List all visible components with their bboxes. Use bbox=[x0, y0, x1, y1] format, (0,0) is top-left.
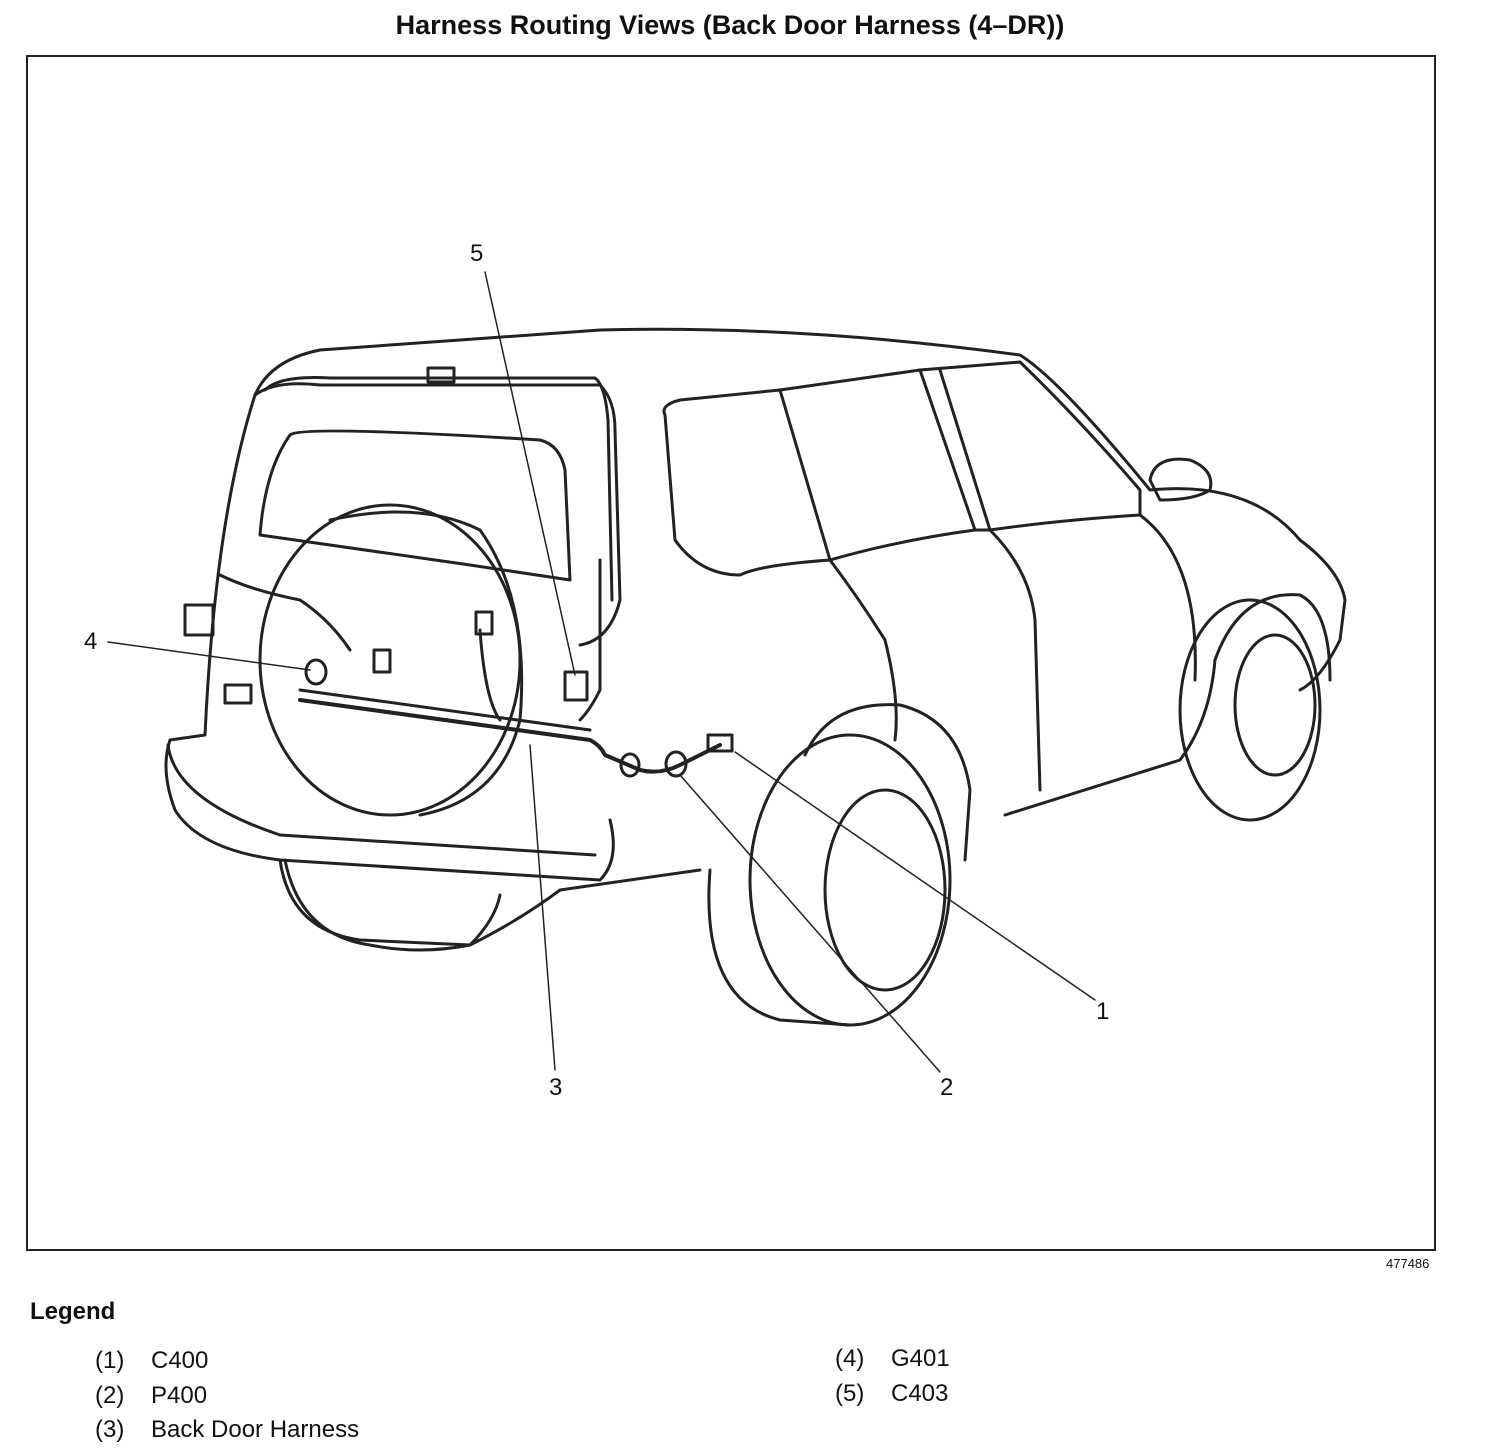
door-line-rear bbox=[828, 558, 898, 742]
harness-upper-right bbox=[578, 558, 602, 722]
legend-label: Back Door Harness bbox=[151, 1416, 360, 1443]
legend-num: (3) bbox=[95, 1416, 125, 1443]
leader-3 bbox=[529, 744, 556, 1071]
grommet-rear bbox=[619, 752, 641, 778]
front-wheel bbox=[1178, 598, 1322, 822]
hood bbox=[1138, 513, 1197, 682]
legend-item-4: (4) G401 bbox=[835, 1345, 950, 1373]
side-mirror bbox=[1148, 457, 1213, 502]
leader-5 bbox=[484, 271, 576, 676]
rear-wheel-arch bbox=[803, 703, 972, 862]
leader-2 bbox=[679, 774, 941, 1073]
legend-title: Legend bbox=[30, 1298, 116, 1325]
connector-c403 bbox=[563, 670, 589, 702]
bumper-lower bbox=[278, 858, 702, 947]
harness-vertical bbox=[478, 628, 502, 722]
connector-left2 bbox=[223, 683, 253, 705]
side-window-front2 bbox=[918, 360, 1142, 532]
connector-mid2 bbox=[372, 648, 392, 674]
connector-left bbox=[183, 603, 215, 637]
callout-1: 1 bbox=[1096, 998, 1110, 1025]
rear-wheel-hub bbox=[823, 788, 947, 992]
legend-num: (1) bbox=[95, 1347, 125, 1374]
legend-label: G401 bbox=[891, 1345, 950, 1372]
harness-main bbox=[298, 698, 722, 774]
rear-left-tire bbox=[283, 858, 502, 952]
callout-3: 3 bbox=[549, 1074, 563, 1101]
rear-bumper bbox=[166, 743, 597, 857]
legend-item-3: (3) Back Door Harness bbox=[95, 1416, 359, 1444]
back-door-inner bbox=[263, 376, 614, 602]
spare-tire-tread bbox=[328, 510, 524, 817]
legend-num: (2) bbox=[95, 1382, 125, 1409]
legend-item-2: (2) P400 bbox=[95, 1382, 207, 1410]
connector-top bbox=[426, 366, 456, 384]
harness-lower bbox=[298, 688, 592, 732]
connector-c400 bbox=[706, 733, 734, 753]
leader-1 bbox=[734, 751, 1096, 1001]
front-wheel-arch bbox=[1213, 593, 1332, 682]
legend-num: (4) bbox=[835, 1345, 865, 1372]
legend-label: C403 bbox=[891, 1380, 949, 1407]
rear-body-side bbox=[164, 393, 615, 882]
legend-num: (5) bbox=[835, 1380, 865, 1407]
grommet-g401 bbox=[304, 658, 328, 686]
side-window-rear bbox=[662, 388, 832, 577]
diagram-title: Harness Routing Views (Back Door Harness… bbox=[395, 10, 1065, 40]
figure-id: 477486 bbox=[1386, 1256, 1430, 1271]
legend-item-1: (1) C400 bbox=[95, 1347, 208, 1375]
rocker bbox=[1003, 658, 1217, 817]
callout-5: 5 bbox=[470, 240, 484, 267]
back-door-outline bbox=[253, 382, 622, 647]
connector-mid bbox=[474, 610, 494, 636]
callout-2: 2 bbox=[940, 1074, 954, 1101]
body-outline bbox=[253, 327, 1347, 692]
legend-label: C400 bbox=[151, 1347, 209, 1374]
harness-left bbox=[218, 573, 352, 652]
rear-tire-side bbox=[707, 868, 852, 1027]
front-wheel-hub bbox=[1233, 633, 1317, 777]
rear-window bbox=[258, 429, 572, 582]
side-window-front bbox=[778, 368, 977, 562]
callout-4: 4 bbox=[84, 628, 98, 655]
legend-label: P400 bbox=[151, 1382, 208, 1409]
grommet-p400 bbox=[664, 750, 688, 778]
door-line-front bbox=[988, 528, 1042, 792]
legend-item-5: (5) C403 bbox=[835, 1380, 948, 1408]
b-pillar bbox=[938, 368, 992, 532]
illustration-frame bbox=[26, 55, 1436, 1251]
leader-lines bbox=[107, 271, 1096, 1073]
leader-4 bbox=[107, 641, 311, 671]
